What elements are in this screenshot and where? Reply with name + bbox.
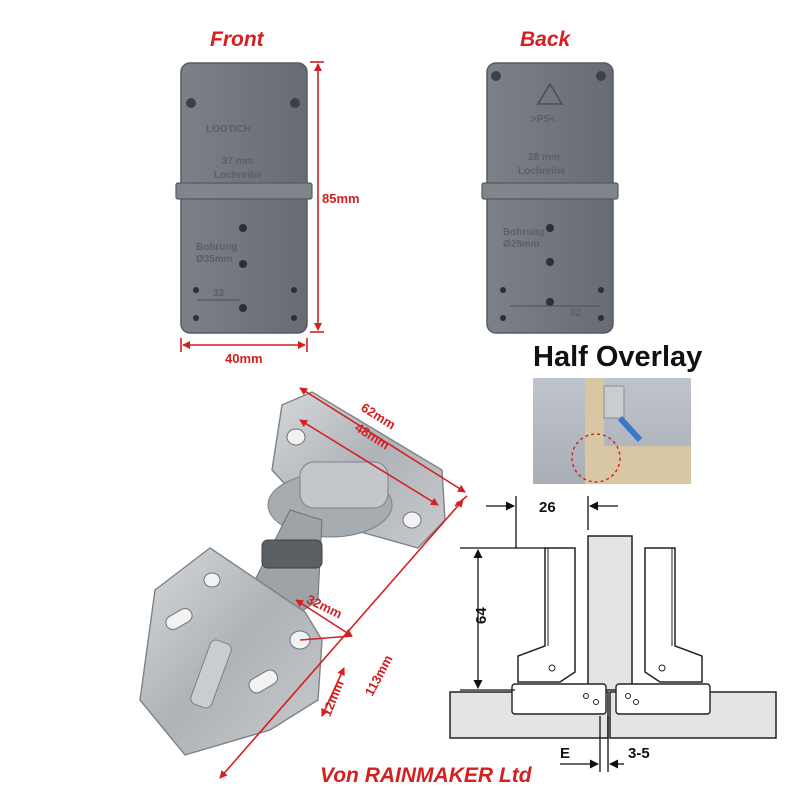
- back-bohrung-text: Bohrung: [503, 227, 545, 238]
- back-28mm-text: 28 mm: [528, 152, 560, 163]
- hinge-113-label: 113mm: [362, 652, 396, 698]
- dimension-26: [486, 496, 618, 548]
- back-lochreihe-text: Lochreihe: [518, 166, 566, 177]
- height-label: 85mm: [322, 191, 360, 206]
- hinge-dimension-12: [321, 667, 345, 717]
- dimension-64: [460, 547, 545, 691]
- front-label: Front: [210, 28, 265, 51]
- dim-e-label: E: [560, 745, 570, 762]
- hinge-32-label: 32mm: [304, 592, 344, 622]
- credit-text: Von RAINMAKER Ltd: [320, 764, 533, 787]
- front-37mm-text: 37 mm: [222, 156, 254, 167]
- front-lochreihe-text: Lochreihe: [214, 170, 262, 181]
- back-ps-text: >PS<: [531, 114, 556, 125]
- dim-64-label: 64: [473, 607, 490, 624]
- back-drill-plate: >PS< 28 mm Lochreihe Bohrung Ø28mm 32: [481, 62, 619, 334]
- front-brand-text: LOOTICH: [206, 124, 251, 135]
- front-35mm-text: Ø35mm: [196, 254, 233, 265]
- back-28-dia-text: Ø28mm: [503, 239, 540, 250]
- front-drill-plate: LOOTICH 37 mm Lochreihe Bohrung Ø35mm 32: [175, 62, 313, 334]
- half-overlay-title: Half Overlay: [533, 341, 702, 373]
- hinge-dimension-48: [299, 419, 439, 506]
- dimension-e-gap: [560, 716, 624, 772]
- dim-26-label: 26: [539, 499, 556, 516]
- dim-3-5-label: 3-5: [628, 745, 650, 762]
- back-32-text: 32: [570, 308, 582, 319]
- cross-section-drawing: [449, 535, 777, 739]
- back-label: Back: [520, 28, 572, 51]
- height-dimension: [310, 61, 324, 333]
- hinge-12-label: 12mm: [319, 678, 347, 718]
- front-bohrung-text: Bohrung: [196, 242, 238, 253]
- width-dimension: [180, 338, 308, 352]
- front-32-text: 32: [213, 288, 225, 299]
- hinge-dimension-32: [295, 599, 353, 641]
- width-label: 40mm: [225, 351, 263, 366]
- half-overlay-photo: [533, 378, 691, 484]
- hinge-dimension-113: [219, 495, 468, 779]
